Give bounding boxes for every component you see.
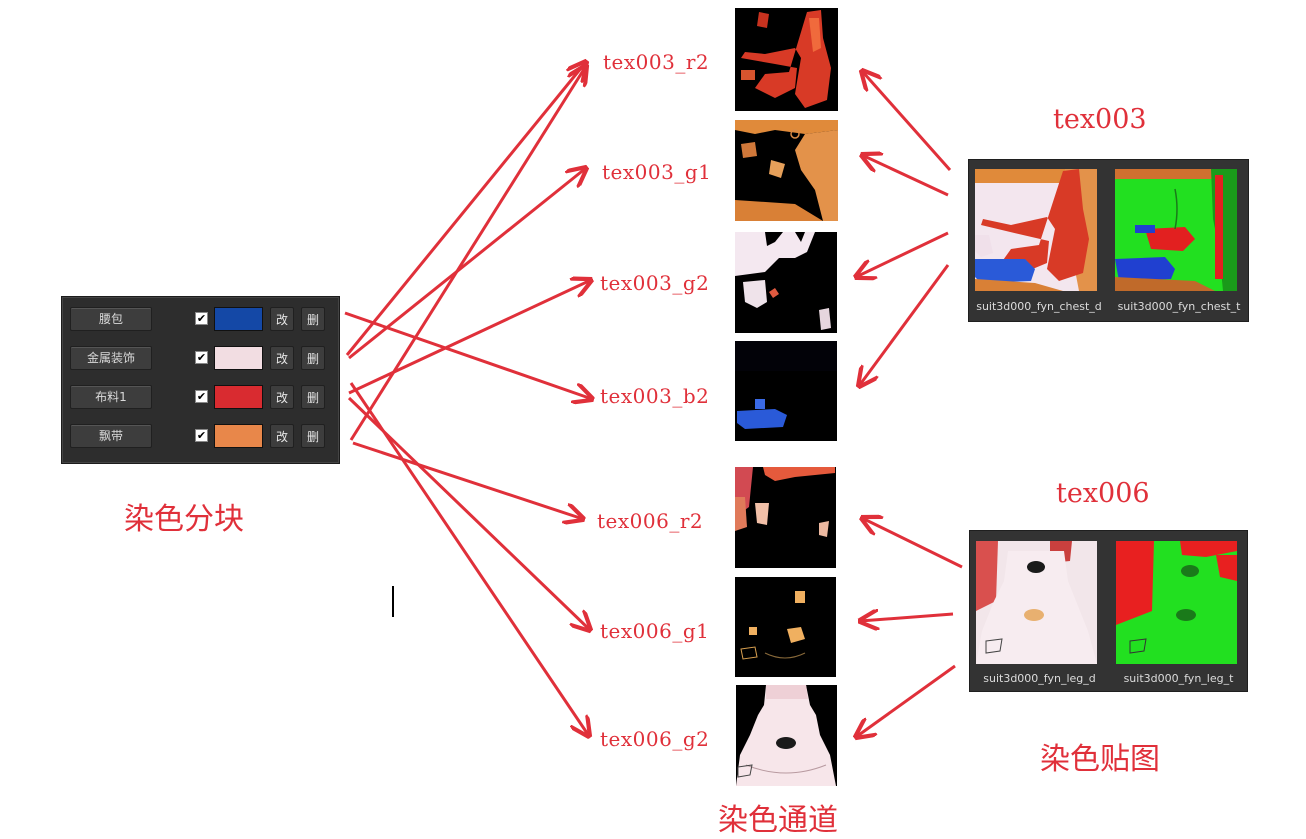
arrow-tex003-to-g1 — [862, 155, 949, 197]
map-thumb-leg-t[interactable] — [1116, 541, 1237, 664]
channel-thumb-tex003-b2 — [735, 341, 837, 441]
dye-blocks-caption: 染色分块 — [124, 502, 244, 537]
channel-label-tex003-r2: tex003_r2 — [603, 50, 710, 74]
color-swatch[interactable] — [214, 346, 263, 370]
arrow-buliao-to-tex003-g2 — [348, 280, 591, 395]
thumb-art — [735, 232, 837, 333]
delete-button[interactable]: 删 — [301, 424, 325, 448]
thumb-art — [735, 467, 836, 568]
thumb-art — [735, 120, 838, 221]
channel-label-tex006-g1: tex006_g1 — [600, 619, 710, 643]
texture-panel-tex006: suit3d000_fyn_leg_d suit3d000_fyn_leg_t — [969, 530, 1248, 692]
enable-checkbox[interactable]: ✔ — [195, 312, 208, 325]
edit-button[interactable]: 改 — [270, 307, 294, 331]
texture-panel-tex003: suit3d000_fyn_chest_d suit3d000_fyn_ches… — [968, 159, 1249, 322]
arrow-buliao-to-tex006-g2 — [349, 382, 589, 736]
channel-label-tex006-r2: tex006_r2 — [597, 509, 704, 533]
arrow-yaobao-to-tex003-b2 — [344, 311, 592, 399]
edit-button[interactable]: 改 — [270, 346, 294, 370]
enable-checkbox[interactable]: ✔ — [195, 351, 208, 364]
map-art — [976, 541, 1097, 664]
channel-thumb-tex006-g1 — [735, 577, 836, 677]
delete-button[interactable]: 删 — [301, 385, 325, 409]
map-thumb-chest-d[interactable] — [975, 169, 1097, 291]
arrow-tex006-to-g1 — [860, 614, 954, 621]
channel-thumb-tex003-r2 — [735, 8, 838, 111]
map-art — [1115, 169, 1237, 291]
thumb-art — [735, 8, 838, 111]
channel-thumb-tex006-g2 — [736, 685, 837, 786]
channel-label-tex003-g2: tex003_g2 — [600, 271, 710, 295]
channel-thumb-tex003-g2 — [735, 232, 837, 333]
thumb-art — [735, 577, 836, 677]
arrow-jinshu-to-tex003-r2 — [345, 62, 586, 356]
channel-label-tex003-b2: tex003_b2 — [600, 384, 710, 408]
color-swatch[interactable] — [214, 385, 263, 409]
arrow-tex006-to-g2 — [856, 664, 956, 737]
edit-button[interactable]: 改 — [270, 385, 294, 409]
color-swatch[interactable] — [214, 307, 263, 331]
dye-row-3: 布料1 ✔ 改 删 — [62, 383, 339, 413]
dye-row-1: 腰包 ✔ 改 删 — [62, 305, 339, 335]
channels-caption: 染色通道 — [718, 803, 838, 838]
map-label-leg-t: suit3d000_fyn_leg_t — [1123, 672, 1234, 685]
dye-name-button[interactable]: 金属装饰 — [70, 346, 152, 370]
map-thumb-leg-d[interactable] — [976, 541, 1097, 664]
map-label-leg-d: suit3d000_fyn_leg_d — [983, 672, 1096, 685]
enable-checkbox[interactable]: ✔ — [195, 390, 208, 403]
arrow-tex006-to-r2 — [862, 518, 963, 569]
thumb-art — [736, 685, 837, 786]
dye-block-panel: 腰包 ✔ 改 删 金属装饰 ✔ 改 删 布料1 ✔ 改 删 飘带 ✔ 改 删 — [61, 296, 340, 464]
map-label-chest-d: suit3d000_fyn_chest_d — [976, 300, 1102, 313]
channel-thumb-tex006-r2 — [735, 467, 836, 568]
texture-title-tex006: tex006 — [1056, 478, 1150, 509]
enable-checkbox[interactable]: ✔ — [195, 429, 208, 442]
channel-label-tex003-g1: tex003_g1 — [602, 160, 712, 184]
map-art — [1116, 541, 1237, 664]
map-label-chest-t: suit3d000_fyn_chest_t — [1117, 300, 1241, 313]
delete-button[interactable]: 删 — [301, 307, 325, 331]
color-swatch[interactable] — [214, 424, 263, 448]
thumb-art — [735, 341, 837, 441]
map-art — [975, 169, 1097, 291]
dye-name-button[interactable]: 布料1 — [70, 385, 152, 409]
dye-maps-caption: 染色贴图 — [1040, 742, 1160, 777]
arrow-tex003-to-r2 — [862, 71, 952, 171]
dye-name-button[interactable]: 飘带 — [70, 424, 152, 448]
arrow-tex003-to-b2 — [859, 264, 950, 386]
dye-name-button[interactable]: 腰包 — [70, 307, 152, 331]
edit-button[interactable]: 改 — [270, 424, 294, 448]
delete-button[interactable]: 删 — [301, 346, 325, 370]
map-thumb-chest-t[interactable] — [1115, 169, 1237, 291]
dye-row-4: 飘带 ✔ 改 删 — [62, 422, 339, 452]
arrow-buliao-to-tex006-g1 — [347, 396, 590, 630]
dye-row-2: 金属装饰 ✔ 改 删 — [62, 344, 339, 374]
texture-title-tex003: tex003 — [1053, 104, 1147, 135]
arrow-piaodai-to-tex003-r2b — [349, 66, 586, 441]
channel-thumb-tex003-g1 — [735, 120, 838, 221]
text-cursor — [392, 586, 394, 617]
arrow-jinshu-to-tex003-g1 — [348, 168, 586, 360]
channel-label-tex006-g2: tex006_g2 — [600, 727, 710, 751]
arrow-piaodai-to-tex006-r2 — [352, 441, 583, 519]
arrow-tex003-to-g2 — [856, 231, 949, 277]
